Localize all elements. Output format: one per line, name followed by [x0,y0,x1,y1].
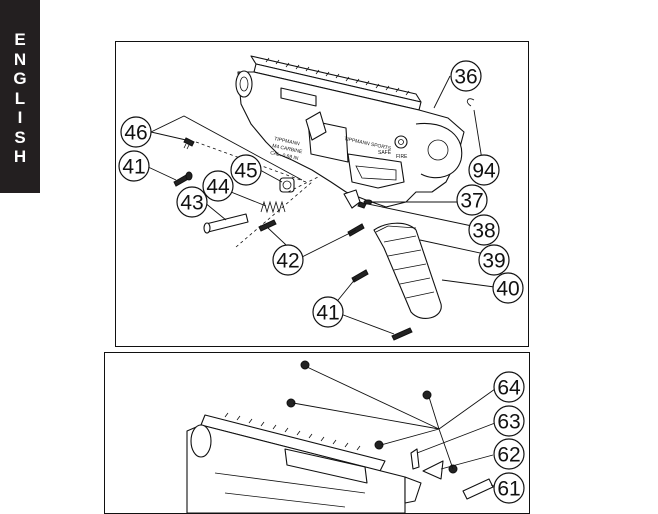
alignment-lines [195,141,321,248]
svg-text:46: 46 [124,122,147,145]
svg-text:45: 45 [234,160,257,183]
callout-43: 43 [176,186,208,218]
svg-text:39: 39 [482,250,505,273]
lower-small-parts [286,360,494,500]
callout-44: 44 [202,170,234,202]
exploded-diagram-lower: 64 63 62 61 [186,360,525,513]
language-letter: N [13,49,27,69]
callout-40: 40 [492,272,524,304]
callout-42: 42 [272,244,304,276]
language-letter: G [13,69,27,89]
callout-39: 39 [478,244,510,276]
lower-leader-lines [292,366,498,488]
exploded-diagram-upper: TIPPMANN M4 CARBINE CAL. 0.68 IN TIPPMAN… [118,55,524,341]
svg-text:41: 41 [316,302,339,325]
callout-64: 64 [493,371,525,403]
callout-62: 62 [493,438,525,470]
callout-37: 37 [456,184,488,216]
callout-46: 46 [120,116,152,148]
lower-receiver-exploded-view: TIPPMANN M4 CARBINE CAL. 0.68 IN TIPPMAN… [115,41,529,347]
lower-receiver-part: TIPPMANN M4 CARBINE CAL. 0.68 IN TIPPMAN… [235,55,465,208]
callout-94: 94 [468,154,500,186]
callout-36: 36 [450,60,482,92]
svg-text:63: 63 [497,411,520,434]
upper-receiver-part [186,412,422,513]
svg-text:94: 94 [472,160,496,183]
language-letter: I [17,108,23,128]
upper-receiver-exploded-view: 64 63 62 61 [104,352,530,514]
svg-text:62: 62 [497,444,520,467]
language-letter: H [13,147,27,167]
svg-text:36: 36 [454,66,477,89]
svg-text:42: 42 [276,250,299,273]
language-letter: L [14,88,26,108]
engraving-safe: SAFE [378,150,392,156]
svg-text:40: 40 [496,278,519,301]
svg-text:37: 37 [460,190,483,213]
svg-text:44: 44 [206,176,230,199]
callout-41: 41 [118,150,150,182]
svg-text:64: 64 [497,377,521,400]
callout-38: 38 [468,214,500,246]
callout-labels: 36 46 41 45 94 44 43 37 38 42 39 40 41 [118,60,524,328]
engraving-fire: FIRE [396,154,408,160]
language-tab: E N G L I S H [0,0,40,193]
engraving-line3: CAL. 0.68 IN [270,150,300,162]
callout-61: 61 [493,472,525,504]
language-letter: S [14,127,26,147]
callout-45: 45 [230,154,262,186]
svg-text:41: 41 [122,156,145,179]
svg-text:38: 38 [472,220,495,243]
callout-63: 63 [493,405,525,437]
language-letter: E [14,30,26,50]
engraving-line1: TIPPMANN [274,136,301,147]
callout-41-lower: 41 [312,296,344,328]
svg-text:61: 61 [497,478,520,501]
small-parts [173,98,475,341]
lower-callout-labels: 64 63 62 61 [493,371,525,504]
svg-text:43: 43 [180,192,203,215]
